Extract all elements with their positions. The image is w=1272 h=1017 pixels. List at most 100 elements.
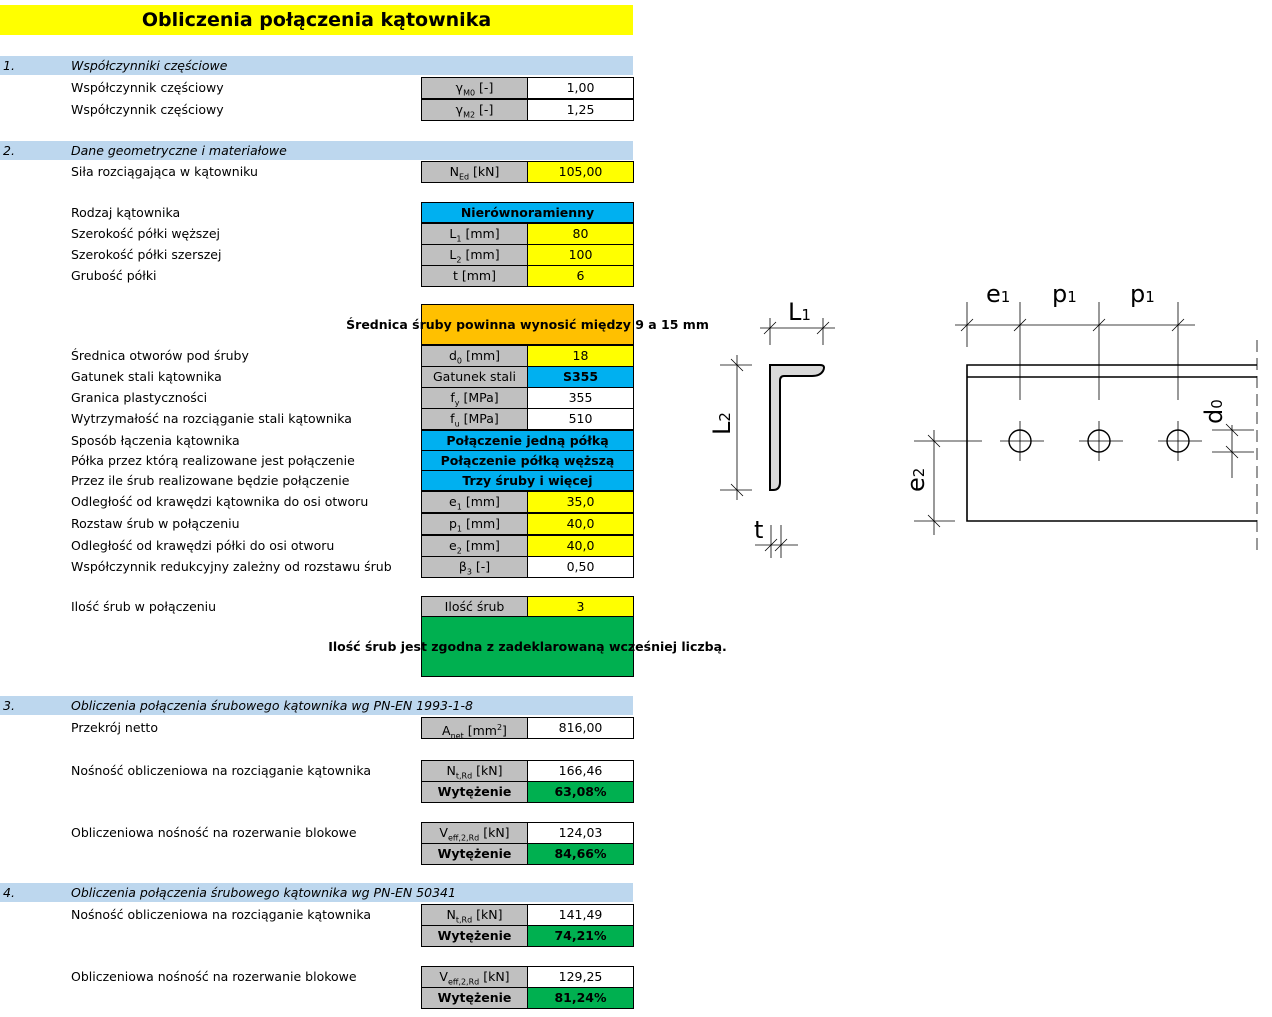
row-description: Obliczeniowa nośność na rozerwanie bloko… [71,969,357,984]
status-banner: Trzy śruby i więcej [421,470,634,491]
row-description: Grubość półki [71,268,157,283]
parameter-label: NEd [kN] [421,161,528,183]
parameter-value[interactable]: 105,00 [527,161,634,183]
p1-label: p1 [1052,280,1077,308]
row-description: Półka przez którą realizowane jest połąc… [71,453,355,468]
row-description: Odległość od krawędzi kątownika do osi o… [71,494,369,509]
symbol-subscript: t,Rd [455,915,473,925]
symbol-subscript: 1 [456,234,462,244]
symbol: β [458,559,467,574]
unit: [mm] [461,226,500,241]
l2-label: L2 [708,412,736,435]
symbol: f [450,390,455,405]
symbol-subscript: eff,2,Rd [447,833,480,843]
parameter-value[interactable]: 1,00 [527,77,634,99]
e2-label: e2 [902,468,930,492]
e1-label: e1 [986,280,1010,308]
banner-text: Połączenie półką węższą [440,452,615,468]
unit: [mm] [457,268,496,283]
section-title: Dane geometryczne i materiałowe [71,143,287,158]
parameter-value[interactable]: 63,08% [527,781,634,803]
row-description: Obliczeniowa nośność na rozerwanie bloko… [71,825,357,840]
banner-text: Średnica śruby powinna wynosić między 9 … [346,316,709,332]
banner-text: Ilość śrub jest zgodna z zadeklarowaną w… [328,638,727,654]
parameter-label: L2 [mm] [421,244,528,266]
symbol: γ [455,80,464,95]
parameter-label: e1 [mm] [421,491,528,513]
section-number: 3. [3,698,15,713]
row-description: Gatunek stali kątownika [71,369,222,384]
symbol: Wytężenie [437,990,512,1005]
parameter-value[interactable]: 40,0 [527,535,634,557]
unit: [kN] [472,763,503,778]
parameter-label: Veff,2,Rd [kN] [421,822,528,844]
row-description: Współczynnik częściowy [71,102,224,117]
l1-label: L1 [788,298,811,326]
symbol: f [450,411,455,426]
parameter-label: Ilość śrub [421,596,528,618]
unit: [mm] [461,247,500,262]
page-title: Obliczenia połączenia kątownika [0,5,633,35]
row-description: Przekrój netto [71,720,158,735]
angle-section-drawing [720,318,835,558]
parameter-value[interactable]: 6 [527,265,634,287]
row-description: Szerokość półki węższej [71,226,221,241]
symbol-subscript: Ed [458,172,470,182]
symbol: e [449,538,457,553]
parameter-value[interactable]: 74,21% [527,925,634,947]
row-description: Rodzaj kątownika [71,205,181,220]
parameter-label: Wytężenie [421,987,528,1009]
section-title: Obliczenia połączenia śrubowego kątownik… [71,698,473,713]
parameter-label: Wytężenie [421,925,528,947]
parameter-value[interactable]: 355 [527,387,634,409]
symbol: N [446,763,456,778]
unit: [mm] [461,538,500,553]
p1-label-2: p1 [1130,280,1155,308]
parameter-value[interactable]: 35,0 [527,491,634,513]
symbol: L [449,247,457,262]
symbol: N [446,907,456,922]
parameter-label: γM2 [-] [421,99,528,121]
row-description: Sposób łączenia kątownika [71,433,240,448]
unit-superscript: 2 [496,723,503,732]
section-header: 4.Obliczenia połączenia śrubowego kątown… [0,883,633,902]
parameter-label: Wytężenie [421,843,528,865]
parameter-value[interactable]: 0,50 [527,556,634,578]
section-number: 4. [3,885,15,900]
symbol-subscript: 1 [456,524,462,534]
symbol: t [453,268,458,283]
row-description: Szerokość półki szerszej [71,247,222,262]
parameter-value[interactable]: 40,0 [527,513,634,535]
parameter-value[interactable]: 510 [527,408,634,430]
symbol-subscript: u [454,419,460,429]
status-banner: Średnica śruby powinna wynosić między 9 … [346,304,709,345]
unit: [mm [463,723,497,739]
parameter-label: γM0 [-] [421,77,528,99]
status-banner: Ilość śrub jest zgodna z zadeklarowaną w… [328,616,727,677]
row-description: Średnica otworów pod śruby [71,348,249,363]
unit: [kN] [479,969,510,984]
parameter-value[interactable]: S355 [527,366,634,388]
parameter-value[interactable]: 84,66% [527,843,634,865]
symbol-subscript: net [450,731,464,741]
parameter-label: Nt,Rd [kN] [421,904,528,926]
banner-text: Połączenie jedną półką [446,432,609,448]
symbol: V [439,969,448,984]
section-title: Współczynniki częściowe [71,58,228,73]
parameter-value[interactable]: 816,00 [527,717,634,739]
unit: [mm] [461,516,501,531]
parameter-value[interactable]: 1,25 [527,99,634,121]
t-label: t [754,516,763,544]
symbol-subscript: M2 [463,110,476,120]
parameter-value[interactable]: 166,46 [527,760,634,782]
section-number: 1. [3,58,15,73]
row-description: Nośność obliczeniowa na rozciąganie kąto… [71,763,372,778]
symbol-subscript: 1 [456,502,462,512]
unit: [kN] [469,164,500,179]
unit: [kN] [472,907,503,922]
symbol: A [442,723,451,739]
unit: [-] [475,80,494,95]
parameter-value[interactable]: 81,24% [527,987,634,1009]
section-header: 1. Współczynniki częściowe [0,56,633,75]
